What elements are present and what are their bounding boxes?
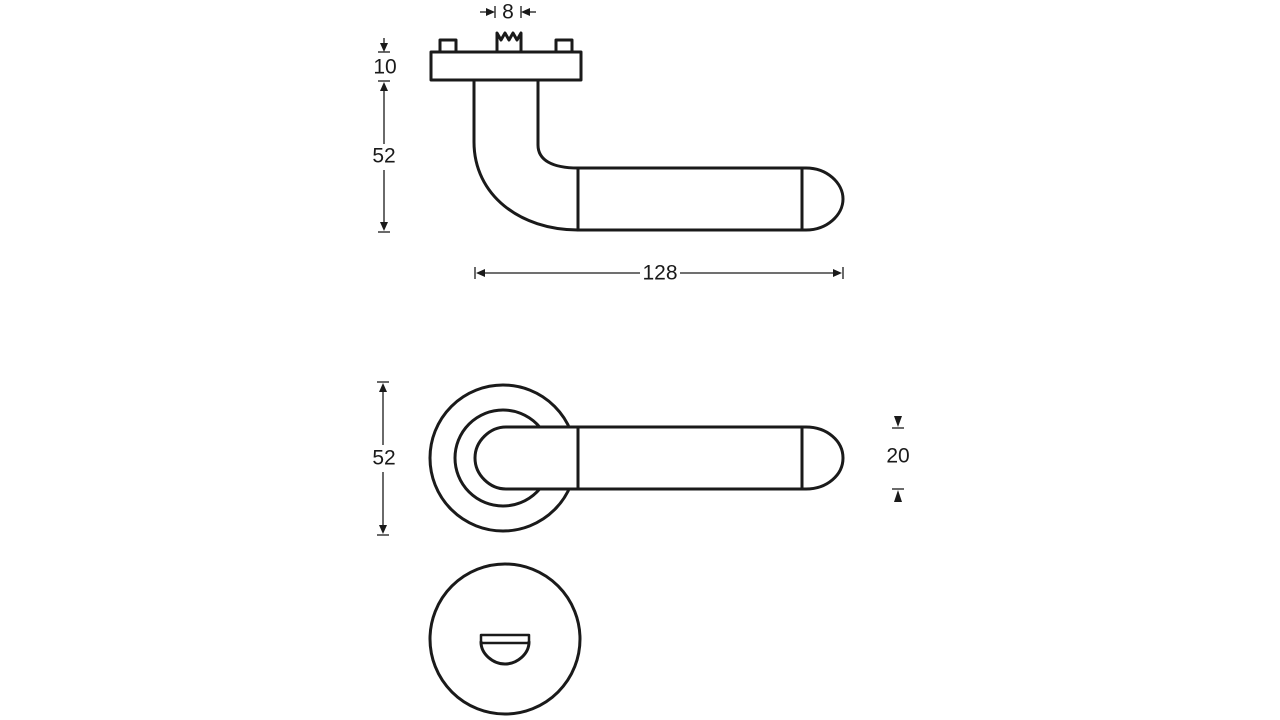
dim-length-arrow-left: [476, 269, 485, 277]
dim-rose-arrow-top: [380, 43, 388, 52]
dim-spindle-width: 8: [480, 1, 536, 24]
escutcheon-turn-knob: [479, 640, 531, 666]
front-view: [428, 383, 845, 533]
escutcheon-view: [428, 562, 582, 716]
dim-grip-arrow-bottom: [894, 490, 902, 502]
dim-front-height: 52: [372, 381, 396, 536]
dim-grip-diameter-label: 20: [886, 445, 909, 468]
dim-length: 128: [474, 262, 844, 285]
side-spindle: [495, 31, 523, 54]
side-handle-grip: [576, 166, 845, 232]
front-handle-body: [473, 425, 845, 491]
dim-front-height-label: 52: [372, 447, 395, 470]
dim-length-arrow-right: [833, 269, 842, 277]
dim-grip-diameter: 20: [886, 416, 910, 502]
dim-length-label: 128: [642, 262, 677, 285]
side-handle-neck: [472, 78, 580, 232]
dim-front-arrow-bottom: [379, 525, 387, 534]
dim-rose-thickness: 10: [373, 38, 397, 79]
dim-spindle-width-label: 8: [502, 1, 514, 24]
dim-grip-arrow-top: [894, 416, 902, 427]
dim-side-height: 52: [372, 80, 396, 233]
dim-spindle-arrow-right: [521, 8, 530, 16]
dim-spindle-arrow-left: [486, 8, 495, 16]
dim-side-arrow-top: [380, 82, 388, 91]
dim-side-arrow-bottom: [380, 222, 388, 231]
dim-side-height-label: 52: [372, 145, 395, 168]
side-handle-neck-inner: [536, 78, 580, 170]
dim-front-arrow-top: [379, 383, 387, 392]
side-rose-pin-right: [554, 38, 574, 54]
escutcheon-rose: [428, 562, 582, 716]
dim-rose-thickness-label: 10: [373, 56, 396, 79]
escutcheon-turn-slot: [479, 633, 531, 645]
side-rose-plate: [429, 50, 583, 82]
side-view: [429, 31, 845, 232]
side-rose-pin-left: [438, 38, 458, 54]
